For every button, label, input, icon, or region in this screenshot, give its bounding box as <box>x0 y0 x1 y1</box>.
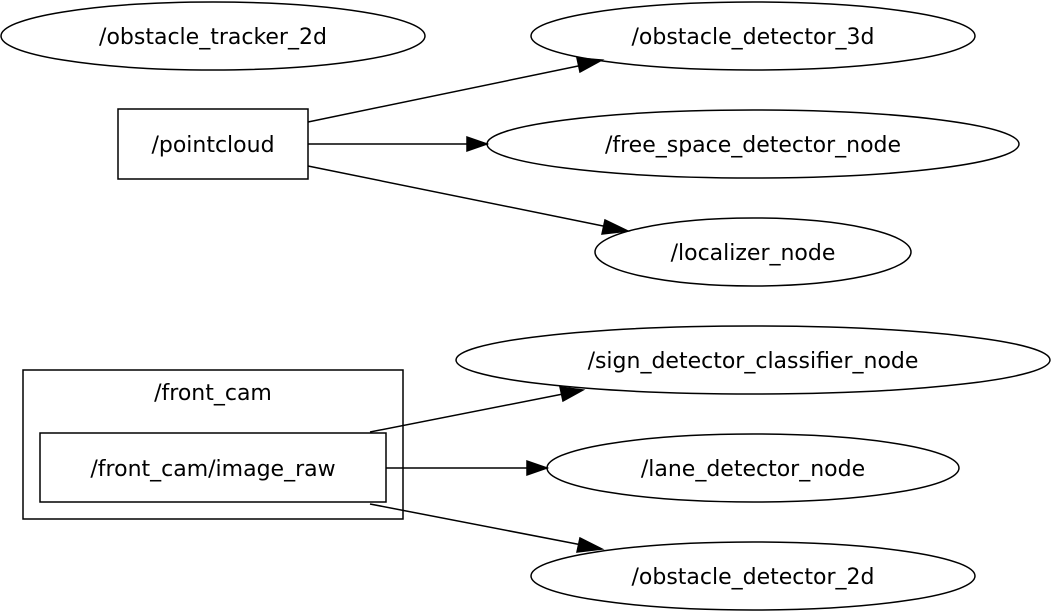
node-localizer-ellipse[interactable] <box>594 217 912 287</box>
node-obstacle-detector-3d-label: /obstacle_detector_3d <box>632 25 875 50</box>
edge-line <box>369 393 564 433</box>
edge-pointcloud-to-obstacle-detector-3d <box>307 57 605 123</box>
topic-node-front-cam-image-raw-label: /front_cam/image_raw <box>90 457 335 482</box>
edge-pointcloud-to-localizer <box>307 165 631 235</box>
node-obstacle-tracker-2d-label: /obstacle_tracker_2d <box>99 25 327 50</box>
node-obstacle-detector-2d[interactable]: /obstacle_detector_2d <box>530 541 976 611</box>
edge-line <box>307 64 584 123</box>
topic-node-pointcloud-label: /pointcloud <box>151 133 274 158</box>
node-obstacle-detector-3d-ellipse[interactable] <box>530 1 976 71</box>
node-obstacle-detector-2d-label: /obstacle_detector_2d <box>632 565 875 590</box>
edge-line <box>307 165 609 228</box>
edge-line <box>369 503 583 546</box>
node-localizer-label: /localizer_node <box>671 241 836 266</box>
topic-node-pointcloud-box[interactable] <box>117 108 309 180</box>
topic-node-front-cam-image-raw[interactable]: /front_cam/image_raw <box>39 432 387 503</box>
arrowhead-icon <box>559 386 586 403</box>
edge-image-raw-to-lane-detector <box>386 459 550 477</box>
front-cam-cluster-label: /front_cam <box>154 381 272 406</box>
node-sign-detector-classifier-label: /sign_detector_classifier_node <box>588 349 919 374</box>
arrowhead-icon <box>601 218 631 235</box>
node-sign-detector-classifier[interactable]: /sign_detector_classifier_node <box>455 325 1051 395</box>
node-localizer[interactable]: /localizer_node <box>594 217 912 287</box>
arrowhead-icon <box>576 536 605 553</box>
edge-pointcloud-to-free-space-detector <box>308 135 490 153</box>
node-lane-detector-label: /lane_detector_node <box>641 457 865 482</box>
node-obstacle-detector-2d-ellipse[interactable] <box>530 541 976 611</box>
topic-node-pointcloud[interactable]: /pointcloud <box>117 108 309 180</box>
edge-image-raw-to-obstacle-detector-2d <box>369 503 605 553</box>
arrowhead-icon <box>576 57 605 74</box>
topic-node-front-cam-image-raw-box[interactable] <box>39 432 387 503</box>
node-obstacle-detector-3d[interactable]: /obstacle_detector_3d <box>530 1 976 71</box>
arrowhead-icon <box>526 459 550 477</box>
node-obstacle-tracker-2d-ellipse[interactable] <box>0 1 426 71</box>
edge-image-raw-to-sign-detector-classifier <box>369 386 586 433</box>
node-sign-detector-classifier-ellipse[interactable] <box>455 325 1051 395</box>
node-free-space-detector[interactable]: /free_space_detector_node <box>486 109 1020 179</box>
node-lane-detector[interactable]: /lane_detector_node <box>546 433 960 503</box>
arrowhead-icon <box>466 135 490 153</box>
node-obstacle-tracker-2d[interactable]: /obstacle_tracker_2d <box>0 1 426 71</box>
node-free-space-detector-label: /free_space_detector_node <box>605 133 901 158</box>
